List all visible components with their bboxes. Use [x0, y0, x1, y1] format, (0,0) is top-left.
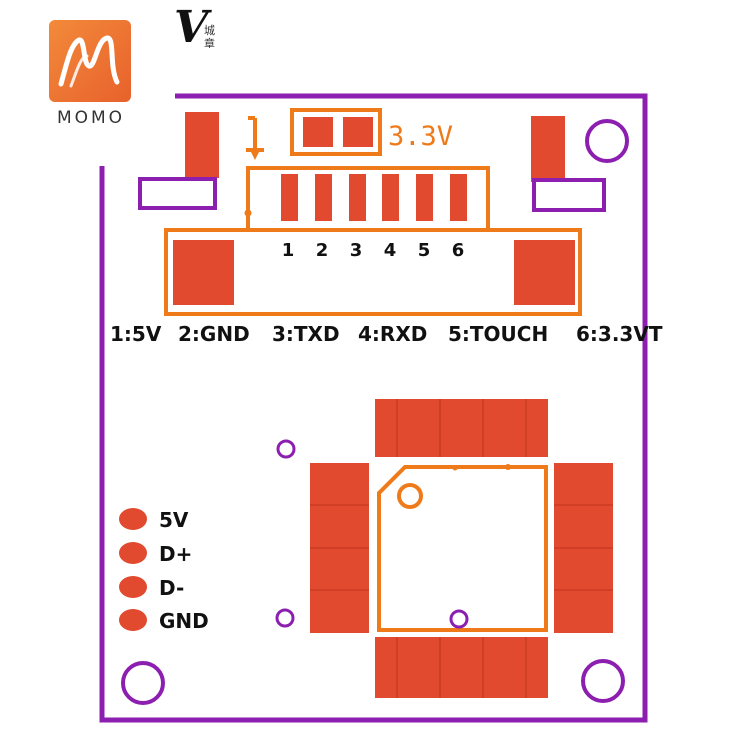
pin-number-3: 3 — [350, 240, 363, 261]
board-outline — [99, 93, 648, 723]
usb-pad-label: D+ — [159, 542, 192, 566]
connector-pin-1 — [281, 174, 298, 221]
chip-pads-top — [375, 399, 548, 457]
jumper-pad-right — [343, 117, 373, 147]
pin-legend-item: 5:TOUCH — [448, 322, 548, 346]
connector-pin-4 — [382, 174, 399, 221]
pin-number-2: 2 — [316, 240, 329, 261]
mounting-hole-bottom-left — [121, 661, 165, 705]
usb-pad-label: 5V — [159, 508, 189, 532]
usb-pad-gnd — [119, 609, 147, 631]
usb-pad-d — [119, 576, 147, 598]
usb-pad-label: D- — [159, 576, 184, 600]
top-left-pad — [185, 112, 219, 178]
chip-tick-top-a — [452, 465, 458, 471]
chip-tick-top-b — [505, 464, 511, 470]
chip-pads-right — [554, 463, 613, 633]
usb-pads: 5V D+ D- GND — [119, 508, 209, 633]
voltage-label: 3.3V — [388, 121, 453, 152]
mounting-hole-top-right — [585, 119, 629, 163]
connector-pin-3 — [349, 174, 366, 221]
via-upper-left — [276, 439, 296, 459]
stamp-seal: 城章 — [204, 24, 215, 50]
chip-via-bottom — [449, 609, 469, 629]
pin-legend-item: 4:RXD — [358, 322, 427, 346]
connector-mount-pad-right — [514, 240, 575, 305]
pin-number-6: 6 — [452, 240, 465, 261]
pin-number-1: 1 — [282, 240, 295, 261]
connector-mount-pad-left — [173, 240, 234, 305]
connector-pin-5 — [416, 174, 433, 221]
usb-pad-label: GND — [159, 609, 209, 633]
pin-legend-item: 3:TXD — [272, 322, 340, 346]
polarity-arrow-icon — [246, 116, 264, 160]
connector-pins — [281, 174, 467, 221]
chip-pads-left — [310, 463, 369, 633]
pin-legend: 1:5V 2:GND 3:TXD 4:RXD 5:TOUCH 6:3.3VT — [110, 322, 663, 346]
top-right-pad-outline — [532, 178, 606, 212]
top-left-pad-outline — [138, 177, 217, 210]
connector-pin-2 — [315, 174, 332, 221]
connector-body-outline — [164, 228, 582, 316]
pin-number-4: 4 — [384, 240, 397, 261]
usb-pad-d — [119, 542, 147, 564]
top-right-pad — [531, 116, 565, 182]
chip-pads-bottom — [375, 637, 548, 698]
brand-logo: MOMO — [44, 20, 136, 134]
via-lower-left — [275, 608, 295, 628]
logo-mark-icon — [49, 20, 131, 102]
logo-text: MOMO — [56, 108, 126, 128]
usb-pad-5v — [119, 508, 147, 530]
pin-legend-item: 1:5V — [110, 322, 162, 346]
pin-number-5: 5 — [418, 240, 431, 261]
stamp-mark: V — [174, 2, 209, 53]
pin-legend-item: 2:GND — [178, 322, 250, 346]
chip-outline — [377, 465, 548, 632]
mounting-hole-bottom-right — [581, 659, 625, 703]
connector-marker-dot — [244, 209, 252, 217]
jumper-pad-left — [303, 117, 333, 147]
chip-pin1-marker — [397, 483, 423, 509]
connector-pin-6 — [450, 174, 467, 221]
jumper-outline — [290, 108, 382, 156]
pin-legend-item: 6:3.3VT — [576, 322, 663, 346]
brand-stamp: V 城章 — [174, 2, 230, 60]
